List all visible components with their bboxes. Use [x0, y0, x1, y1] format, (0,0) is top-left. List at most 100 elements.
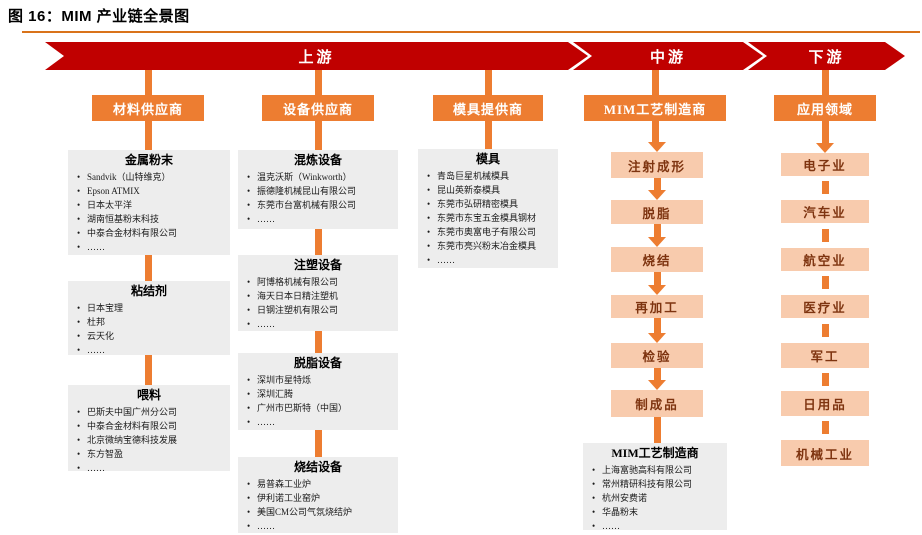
connector-dash	[821, 324, 829, 337]
step-inspection: 检验	[611, 343, 703, 368]
company-list: 深圳市星特烁深圳汇腾广州市巴斯特（中国）……	[244, 373, 392, 429]
connector-dash	[821, 421, 829, 434]
chevron-upstream: 上游	[45, 42, 588, 70]
app-military: 军工	[781, 343, 869, 368]
connector-line	[653, 368, 661, 380]
list-item: 湖南恒基粉末科技	[74, 212, 224, 226]
title-underline	[22, 31, 920, 33]
box-title: 脱脂设备	[293, 356, 342, 370]
step-reprocessing: 再加工	[611, 295, 703, 318]
arrow-down-icon	[648, 190, 666, 200]
connector-line	[314, 229, 322, 255]
list-item: 广州市巴斯特（中国）	[244, 401, 392, 415]
box-title: 模具	[475, 152, 500, 166]
list-item: 昆山英新泰模具	[424, 183, 552, 197]
list-item: 阿博格机械有限公司	[244, 275, 392, 289]
header-application-fields: 应用领域	[774, 95, 876, 121]
app-automotive: 汽车业	[781, 200, 869, 223]
company-list: 阿博格机械有限公司海天日本日精注塑机日钢注塑机有限公司……	[244, 275, 392, 331]
chevron-downstream-label: 下游	[808, 49, 845, 66]
connector-line	[653, 417, 661, 443]
list-item: 杜邦	[74, 315, 224, 329]
list-item: 青岛巨星机械模具	[424, 169, 552, 183]
list-item: 伊利诺工业窑炉	[244, 491, 392, 505]
arrow-down-icon	[648, 285, 666, 295]
list-item: 日本太平洋	[74, 198, 224, 212]
list-item: 美国CM公司气氛烧结炉	[244, 505, 392, 519]
list-item: 中泰合金材料有限公司	[74, 226, 224, 240]
injection-equipment-box: 注塑设备 阿博格机械有限公司海天日本日精注塑机日钢注塑机有限公司……	[238, 255, 398, 331]
box-title: 粘结剂	[130, 284, 167, 298]
app-machinery: 机械工业	[781, 440, 869, 466]
connector-dash	[821, 181, 829, 194]
company-list: Sandvik（山特维克）Epson ATMIX日本太平洋湖南恒基粉末科技中泰合…	[74, 170, 224, 254]
binder-box: 粘结剂 日本宝理杜邦云天化……	[68, 281, 230, 357]
list-item: 东莞市弘研精密模具	[424, 197, 552, 211]
chevron-downstream: 下游	[748, 42, 905, 70]
list-item: 易普森工业炉	[244, 477, 392, 491]
list-item: 巴斯夫中国广州分公司	[74, 405, 224, 419]
degreasing-equipment-box: 脱脂设备 深圳市星特烁深圳汇腾广州市巴斯特（中国）……	[238, 353, 398, 430]
arrow-down-icon	[648, 142, 666, 152]
connector-line	[653, 318, 661, 333]
list-item: 振德隆机械昆山有限公司	[244, 184, 392, 198]
app-daily-goods: 日用品	[781, 391, 869, 416]
chevron-midstream: 中游	[573, 42, 763, 70]
app-electronics: 电子业	[781, 153, 869, 176]
list-item: Epson ATMIX	[74, 184, 224, 198]
connector-line	[314, 70, 322, 96]
connector-line	[144, 121, 152, 150]
app-aviation: 航空业	[781, 248, 869, 271]
company-list: 青岛巨星机械模具昆山英新泰模具东莞市弘研精密模具东莞市东宝五金模具钢材东莞市奥富…	[424, 169, 552, 267]
connector-line	[651, 121, 659, 143]
company-list: 易普森工业炉伊利诺工业窑炉美国CM公司气氛烧结炉……	[244, 477, 392, 533]
list-item: 东方智盈	[74, 447, 224, 461]
connector-line	[144, 255, 152, 281]
list-item: 东莞市亮兴粉末冶金模具	[424, 239, 552, 253]
step-finished-product: 制成品	[611, 390, 703, 417]
list-item: ……	[74, 343, 224, 357]
box-title: MIM工艺制造商	[611, 446, 699, 460]
connector-line	[653, 178, 661, 190]
list-item: 上海富驰高科有限公司	[589, 463, 721, 477]
list-item: ……	[244, 212, 392, 226]
arrow-down-icon	[648, 380, 666, 390]
company-list: 日本宝理杜邦云天化……	[74, 301, 224, 357]
connector-line	[821, 121, 829, 144]
list-item: 温克沃斯（Winkworth）	[244, 170, 392, 184]
connector-line	[653, 224, 661, 237]
connector-dash	[821, 373, 829, 386]
list-item: Sandvik（山特维克）	[74, 170, 224, 184]
list-item: 日钢注塑机有限公司	[244, 303, 392, 317]
list-item: ……	[244, 519, 392, 533]
connector-line	[653, 272, 661, 285]
list-item: 云天化	[74, 329, 224, 343]
connector-line	[314, 430, 322, 457]
list-item: ……	[74, 461, 224, 475]
connector-line	[314, 121, 322, 150]
step-sintering: 烧结	[611, 247, 703, 272]
figure-title: 图 16：MIM 产业链全景图	[8, 8, 190, 25]
mixing-equipment-box: 混炼设备 温克沃斯（Winkworth）振德隆机械昆山有限公司东莞市台富机械有限…	[238, 150, 398, 229]
list-item: 华晶粉末	[589, 505, 721, 519]
connector-line	[144, 70, 152, 96]
header-mold-providers: 模具提供商	[433, 95, 543, 121]
chevron-midstream-label: 中游	[649, 49, 686, 66]
arrow-down-icon	[648, 333, 666, 343]
box-title: 金属粉末	[124, 153, 173, 167]
feedstock-box: 喂料 巴斯夫中国广州分公司中泰合金材料有限公司北京微纳宝德科技发展东方智盈……	[68, 385, 230, 475]
list-item: ……	[424, 253, 552, 267]
list-item: ……	[589, 519, 721, 533]
connector-line	[484, 121, 492, 149]
header-equipment-suppliers: 设备供应商	[262, 95, 374, 121]
list-item: 海天日本日精注塑机	[244, 289, 392, 303]
connector-line	[314, 331, 322, 353]
list-item: 杭州安费诺	[589, 491, 721, 505]
company-list: 温克沃斯（Winkworth）振德隆机械昆山有限公司东莞市台富机械有限公司……	[244, 170, 392, 226]
list-item: 东莞市奥富电子有限公司	[424, 225, 552, 239]
header-mim-manufacturers: MIM工艺制造商	[584, 95, 726, 121]
connector-dash	[821, 276, 829, 289]
arrow-down-icon	[816, 143, 834, 153]
connector-line	[821, 70, 829, 96]
